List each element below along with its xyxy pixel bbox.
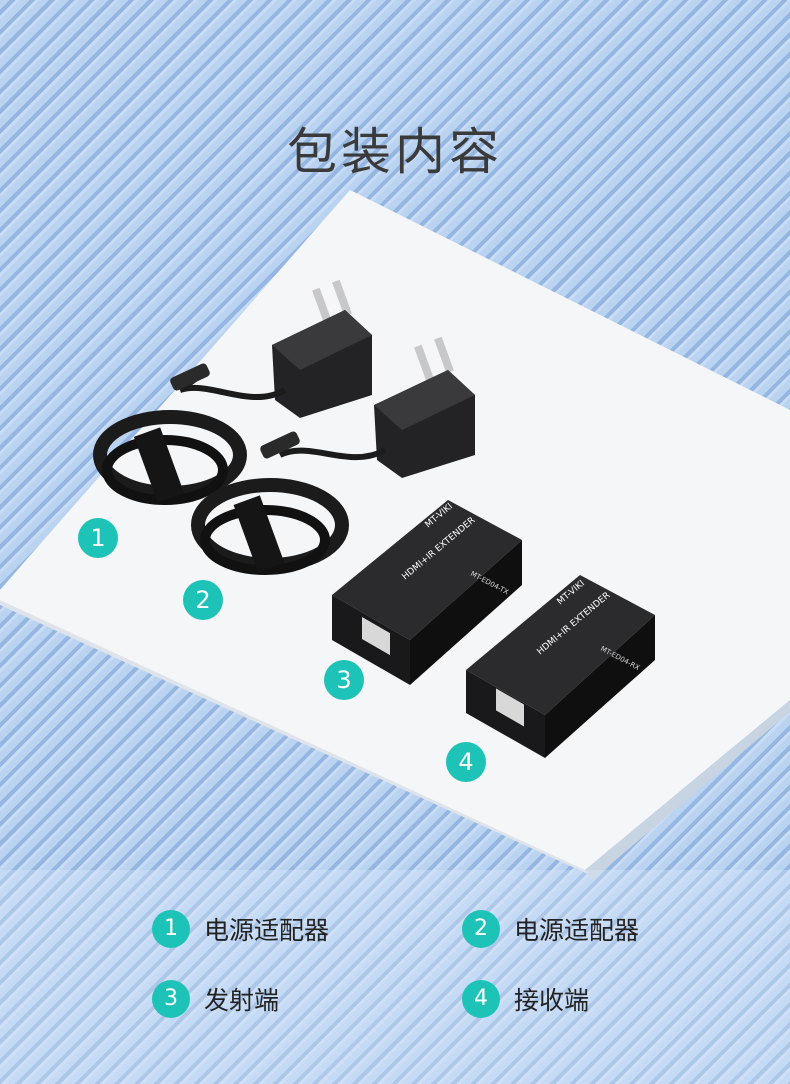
power-adapter-2 [191,336,475,575]
power-adapter-1 [93,279,372,505]
device-top [466,575,655,715]
plug-pin [312,287,332,325]
adapter-cable [278,447,387,461]
device-side [545,615,655,758]
page-title: 包装内容 [287,123,503,181]
legend-item-4: 4 接收端 [462,980,589,1018]
dc-plug [170,363,210,391]
legend-number: 3 [152,980,190,1018]
plug-pin [332,279,352,317]
rj45-port [496,688,524,727]
platform-top [0,190,790,870]
device-top [332,500,522,640]
legend-item-1: 1 电源适配器 [152,910,329,948]
badge-2: 2 [183,580,223,620]
legend-item-3: 3 发射端 [152,980,279,1018]
legend-number: 2 [462,910,500,948]
legend-number: 1 [152,910,190,948]
plug-pin [434,336,454,374]
legend-label: 电源适配器 [204,916,330,945]
badge-3: 3 [324,660,364,700]
platform-shadow [585,700,790,880]
badge-4: 4 [446,742,486,782]
badge-1: 1 [78,518,118,558]
receiver-unit: MT-VIKI HDMI+IR EXTENDER MT-ED04-RX [466,575,655,758]
rj45-port [362,617,390,656]
plug-pin [414,344,434,382]
legend-label: 接收端 [514,986,590,1015]
dc-plug [260,431,300,459]
cable-tie [133,427,185,503]
transmitter-unit: MT-VIKI HDMI+IR EXTENDER MT-ED04-TX [332,500,522,685]
legend-label: 发射端 [204,986,280,1015]
adapter-face [272,310,372,370]
legend-label: 电源适配器 [514,916,640,945]
device-side [410,540,522,685]
cable-tie [233,495,285,573]
legend-item-2: 2 电源适配器 [462,910,639,948]
adapter-face [374,370,475,430]
legend-number: 4 [462,980,500,1018]
legend-panel: 1 电源适配器 2 电源适配器 3 发射端 4 接收端 [0,870,790,1084]
